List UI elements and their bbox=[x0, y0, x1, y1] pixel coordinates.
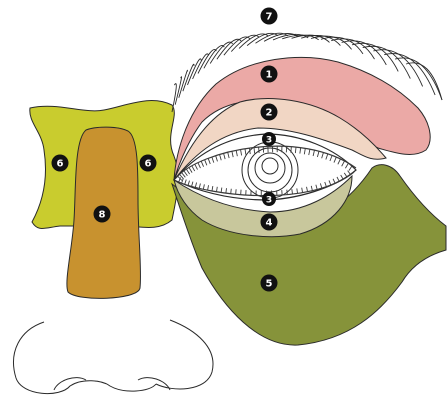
label-zone-8: 8 bbox=[94, 206, 111, 223]
svg-text:8: 8 bbox=[99, 210, 106, 221]
lash-stroke bbox=[231, 189, 232, 194]
svg-text:7: 7 bbox=[266, 12, 273, 23]
label-zone-7: 7 bbox=[261, 8, 278, 25]
label-zone-5: 5 bbox=[261, 275, 278, 292]
lash-stroke bbox=[226, 188, 227, 193]
brow-hair-stroke bbox=[342, 41, 387, 65]
label-zone-1: 1 bbox=[261, 66, 278, 83]
svg-text:1: 1 bbox=[266, 70, 273, 81]
svg-text:6: 6 bbox=[57, 159, 64, 170]
label-zone-3-lower: 3 bbox=[262, 192, 276, 206]
svg-text:2: 2 bbox=[266, 108, 273, 119]
nose-outline bbox=[14, 320, 213, 394]
svg-text:3: 3 bbox=[266, 136, 272, 146]
lash-stroke bbox=[292, 189, 293, 194]
brow-hair-stroke bbox=[352, 43, 398, 71]
brow-hair-stroke bbox=[406, 63, 442, 100]
label-zone-6-right: 6 bbox=[140, 155, 157, 172]
lash-stroke bbox=[259, 147, 260, 153]
svg-text:5: 5 bbox=[266, 279, 273, 290]
svg-text:4: 4 bbox=[266, 218, 273, 229]
brow-hair-stroke bbox=[172, 84, 176, 112]
brow-hair-stroke bbox=[239, 34, 268, 48]
brow-hair-stroke bbox=[331, 39, 374, 59]
label-zone-6-left: 6 bbox=[52, 155, 69, 172]
svg-text:6: 6 bbox=[145, 159, 152, 170]
brow-hair-stroke bbox=[321, 37, 363, 54]
label-zone-2: 2 bbox=[261, 104, 278, 121]
label-zone-4: 4 bbox=[261, 214, 278, 231]
label-zone-3-upper: 3 bbox=[262, 132, 276, 146]
svg-text:3: 3 bbox=[266, 196, 272, 206]
